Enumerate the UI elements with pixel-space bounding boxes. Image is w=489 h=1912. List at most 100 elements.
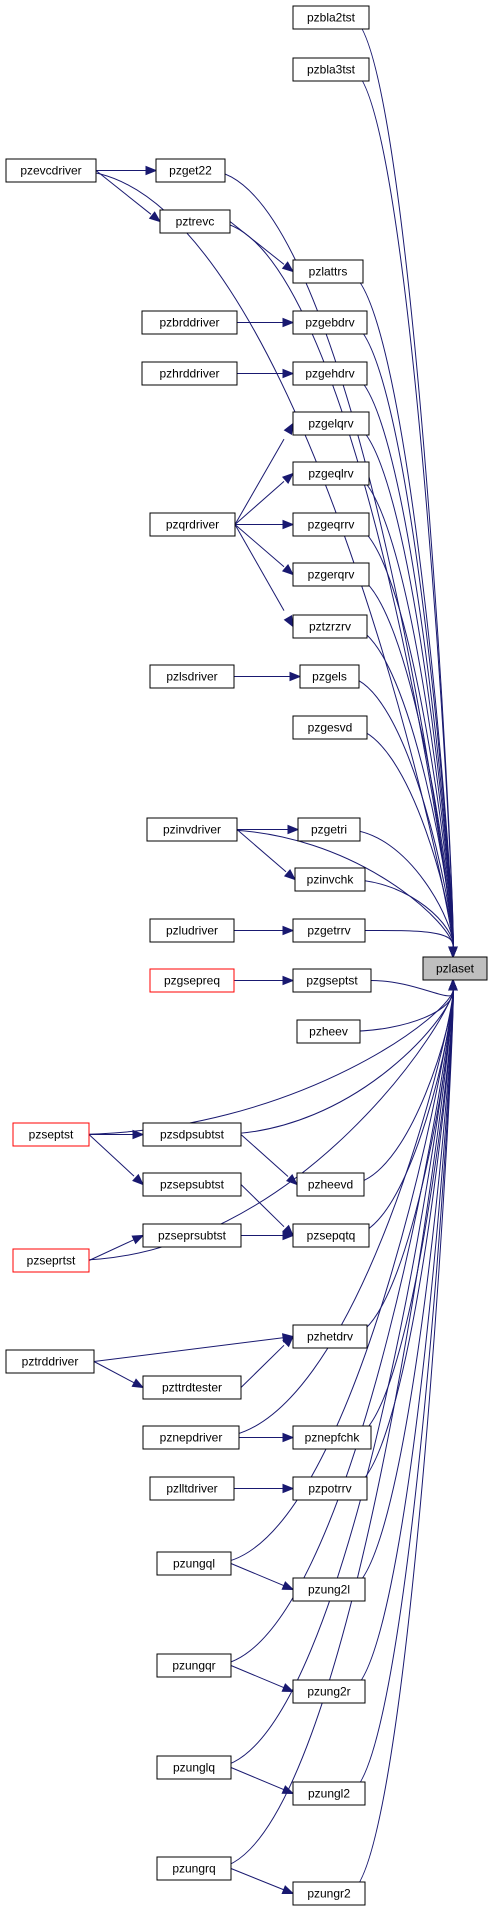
edge-pzevcdriver-to-pzget22	[96, 165, 158, 176]
node-pzunglq[interactable]: pzunglq	[156, 1755, 232, 1780]
node-pzgesvd[interactable]: pzgesvd	[292, 715, 368, 740]
node-pzungl2[interactable]: pzungl2	[292, 1781, 366, 1806]
node-pzqrdriver[interactable]: pzqrdriver	[149, 512, 236, 537]
node-pznepdriver[interactable]: pznepdriver	[142, 1425, 240, 1450]
edge-pztrevc-to-pzlattrs	[229, 221, 295, 273]
edge-pznepdriver-to-pznepfchk	[239, 1432, 295, 1443]
node-pzludriver[interactable]: pzludriver	[149, 918, 235, 943]
node-box	[156, 1755, 232, 1780]
node-pzungrq[interactable]: pzungrq	[156, 1856, 232, 1881]
node-box	[142, 1122, 242, 1147]
node-pzget22[interactable]: pzget22	[155, 158, 226, 183]
node-label: pznepfchk	[305, 1431, 361, 1445]
node-pzung2l[interactable]: pzung2l	[292, 1577, 366, 1602]
edge-pzseptst-to-pzsepsubtst	[88, 1134, 144, 1186]
node-pzlltdriver[interactable]: pzlltdriver	[149, 1476, 235, 1501]
node-pzsepqtq[interactable]: pzsepqtq	[292, 1223, 370, 1248]
node-pzungqr[interactable]: pzungqr	[156, 1653, 232, 1678]
node-pzgseptst[interactable]: pzgseptst	[292, 968, 372, 993]
node-box	[149, 512, 236, 537]
node-label: pzheev	[309, 1025, 348, 1039]
edge-pzunglq-to-pzlaset	[212, 978, 458, 1768]
node-pznepfchk[interactable]: pznepfchk	[292, 1425, 372, 1450]
edge-pzungqr-to-pzung2r	[230, 1665, 295, 1693]
node-pzgehdrv[interactable]: pzgehdrv	[292, 361, 368, 386]
node-pzsdpsubtst[interactable]: pzsdpsubtst	[142, 1122, 242, 1147]
edge-pzseprtst-to-pzseprsubtst	[88, 1234, 145, 1261]
edge-pzinvdriver-to-pzinvchk	[236, 829, 297, 881]
node-pzungql[interactable]: pzungql	[156, 1551, 232, 1576]
node-box	[292, 259, 364, 284]
node-pztzrzrv[interactable]: pztzrzrv	[292, 614, 368, 639]
node-box	[156, 1551, 232, 1576]
edge-pzungrq-to-pzlaset	[212, 978, 458, 1869]
node-box	[155, 158, 226, 183]
node-pzpotrrv[interactable]: pzpotrrv	[292, 1476, 368, 1501]
node-box	[292, 1577, 366, 1602]
node-box	[297, 817, 361, 842]
node-box	[292, 715, 368, 740]
node-box	[156, 1856, 232, 1881]
node-label: pztzrzrv	[309, 620, 351, 634]
node-box	[292, 1881, 366, 1906]
node-pzbrddriver[interactable]: pzbrddriver	[141, 310, 238, 335]
node-label: pzgesvd	[308, 721, 353, 735]
edge-pzgsepreq-to-pzgseptst	[234, 975, 295, 986]
node-pzgeqrrv[interactable]: pzgeqrrv	[292, 512, 370, 537]
node-pzhetdrv[interactable]: pzhetdrv	[292, 1324, 368, 1349]
node-box	[142, 1425, 240, 1450]
node-box	[292, 57, 370, 82]
node-pzseprtst[interactable]: pzseprtst	[12, 1248, 90, 1273]
node-label: pzung2l	[308, 1583, 350, 1597]
node-box	[296, 1172, 365, 1197]
node-label: pzget22	[169, 164, 212, 178]
node-pzlaset[interactable]: pzlaset	[422, 956, 488, 981]
edge-pztrddriver-to-pzttrdtester	[93, 1361, 145, 1389]
node-pzseptst[interactable]: pzseptst	[12, 1122, 90, 1147]
node-box	[292, 310, 368, 335]
node-pzhrddriver[interactable]: pzhrddriver	[141, 361, 238, 386]
node-pzgeqlrv[interactable]: pzgeqlrv	[292, 461, 370, 486]
node-box	[292, 1223, 370, 1248]
node-pzgetri[interactable]: pzgetri	[297, 817, 361, 842]
node-pzttrdtester[interactable]: pzttrdtester	[142, 1375, 242, 1400]
node-pzheev[interactable]: pzheev	[296, 1019, 361, 1044]
node-pzgels[interactable]: pzgels	[299, 664, 360, 689]
node-pzungr2[interactable]: pzungr2	[292, 1881, 366, 1906]
node-pzheevd[interactable]: pzheevd	[296, 1172, 365, 1197]
edge-pzqrdriver-to-pzgerqrv	[234, 524, 295, 576]
node-label: pzlaset	[436, 962, 475, 976]
node-label: pztrddriver	[22, 1355, 79, 1369]
node-label: pzbrddriver	[159, 316, 219, 330]
node-pzevcdriver[interactable]: pzevcdriver	[5, 158, 97, 183]
node-pzgsepreq[interactable]: pzgsepreq	[149, 968, 235, 993]
node-pzung2r[interactable]: pzung2r	[292, 1679, 366, 1704]
node-label: pzqrdriver	[166, 518, 219, 532]
edge-pzungql-to-pzlaset	[212, 978, 458, 1564]
node-pzlattrs[interactable]: pzlattrs	[292, 259, 364, 284]
node-box	[5, 1349, 95, 1374]
edge-pzhrddriver-to-pzgehdrv	[237, 368, 295, 379]
node-pztrevc[interactable]: pztrevc	[159, 209, 231, 234]
node-box	[292, 461, 370, 486]
edge-pzbla2tst-to-pzlaset	[349, 17, 458, 959]
node-box	[292, 1324, 368, 1349]
node-pzinvdriver[interactable]: pzinvdriver	[146, 817, 238, 842]
node-pzlsdriver[interactable]: pzlsdriver	[149, 664, 235, 689]
node-box	[292, 918, 366, 943]
node-pzbla2tst[interactable]: pzbla2tst	[292, 5, 370, 30]
node-box	[292, 512, 370, 537]
node-box	[292, 614, 368, 639]
node-pzbla3tst[interactable]: pzbla3tst	[292, 57, 370, 82]
node-pztrddriver[interactable]: pztrddriver	[5, 1349, 95, 1374]
node-pzinvchk[interactable]: pzinvchk	[294, 867, 366, 892]
node-label: pzseprsubtst	[158, 1229, 227, 1243]
node-pzgetrrv[interactable]: pzgetrrv	[292, 918, 366, 943]
node-pzseprsubtst[interactable]: pzseprsubtst	[142, 1223, 242, 1248]
node-pzgelqrv[interactable]: pzgelqrv	[292, 411, 370, 436]
node-pzsepsubtst[interactable]: pzsepsubtst	[142, 1172, 242, 1197]
node-pzgerqrv[interactable]: pzgerqrv	[292, 562, 370, 587]
node-label: pzttrdtester	[162, 1381, 222, 1395]
edge-pzgetrrv-to-pzlaset	[346, 929, 458, 959]
node-pzgebdrv[interactable]: pzgebdrv	[292, 310, 368, 335]
